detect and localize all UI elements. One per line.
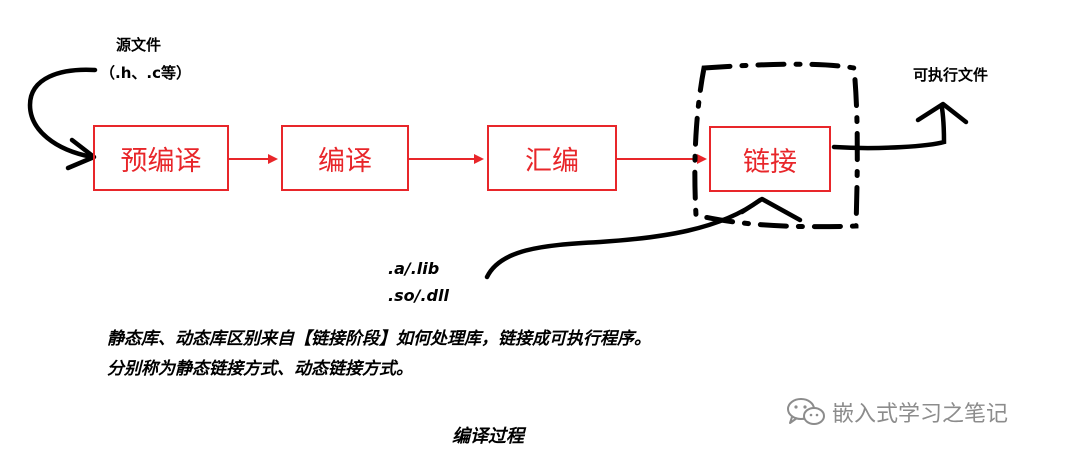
stage-precompile-label: 预编译 [120, 145, 202, 177]
library-arrow [484, 197, 763, 280]
source-files-extensions: （.h、.c等） [100, 64, 191, 82]
stage-compile: 编译 [281, 125, 409, 191]
stage-assemble: 汇编 [487, 125, 617, 191]
output-arrow [831, 105, 947, 151]
dynamic-library-label: .so/.dll [388, 286, 449, 305]
output-arrowhead [915, 101, 969, 125]
stage-link-label: 链接 [743, 146, 797, 178]
link-dashed-boundary [692, 61, 860, 230]
diagram-caption: 编译过程 [452, 426, 524, 447]
stage-assemble-label: 汇编 [525, 145, 579, 177]
library-arrowhead [739, 196, 803, 223]
source-files-title: 源文件 [116, 36, 162, 54]
stage-link: 链接 [709, 126, 831, 192]
description-line-2: 分别称为静态链接方式、动态链接方式。 [107, 359, 413, 379]
stage-precompile: 预编译 [93, 125, 229, 191]
description-line-1: 静态库、动态库区别来自【链接阶段】如何处理库，链接成可执行程序。 [107, 329, 651, 349]
stage-compile-label: 编译 [318, 145, 372, 177]
source-arrow [27, 67, 98, 160]
executable-label: 可执行文件 [913, 66, 989, 84]
watermark: 嵌入式学习之笔记 [786, 396, 1008, 428]
wechat-icon [787, 398, 825, 425]
watermark-text: 嵌入式学习之笔记 [832, 402, 1009, 427]
static-library-label: .a/.lib [388, 259, 440, 278]
